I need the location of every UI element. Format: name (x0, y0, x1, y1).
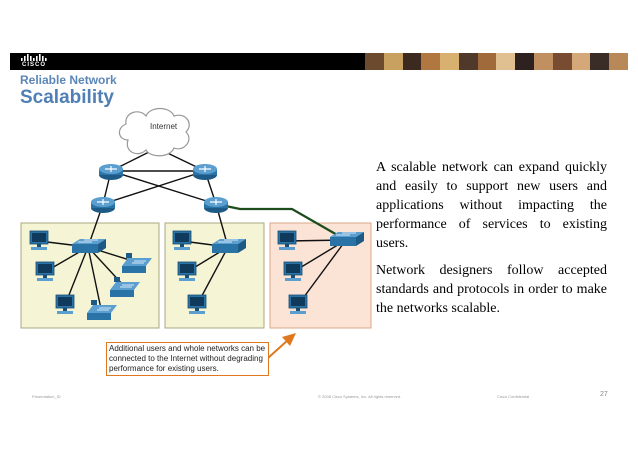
arrowhead-icon (282, 333, 296, 346)
cisco-logo-bars-icon (21, 54, 47, 61)
core-router-icon (98, 163, 124, 181)
footer-presentation-id: Presentation_ID (32, 394, 61, 399)
core-router-icon (192, 163, 218, 181)
pc-icon (35, 261, 55, 282)
switch-icon (329, 231, 365, 247)
section-label: Reliable Network (20, 73, 117, 87)
diagram-callout: Additional users and whole networks can … (106, 342, 269, 376)
page-number: 27 (600, 391, 608, 398)
banner-photo-strip (365, 53, 628, 70)
footer-confidential: Cisco Confidential (497, 394, 530, 399)
switch-icon (211, 238, 247, 254)
body-paragraph-2: Network designers follow accepted standa… (376, 263, 607, 316)
slide-title: Scalability (20, 87, 114, 108)
cisco-logo-wordmark: CISCO (21, 62, 46, 68)
edge-router-icon (90, 196, 116, 214)
internet-cloud-icon (118, 107, 190, 157)
edge-router-icon (203, 196, 229, 214)
pc-icon (29, 230, 49, 251)
cloud-label: Internet (150, 122, 178, 131)
cisco-logo: CISCO (13, 54, 55, 69)
pc-icon (288, 294, 308, 315)
callout-arrow (267, 339, 289, 359)
pc-icon (277, 230, 297, 251)
pc-icon (283, 261, 303, 282)
body-paragraph-1: A scalable network can expand quickly an… (376, 160, 607, 251)
pc-icon (177, 261, 197, 282)
pc-icon (187, 294, 207, 315)
header-banner: CISCO (10, 53, 628, 70)
footer-copyright: © 2008 Cisco Systems, Inc. All rights re… (318, 394, 402, 399)
switch-icon (71, 238, 107, 254)
pc-icon (172, 230, 192, 251)
pc-icon (55, 294, 75, 315)
